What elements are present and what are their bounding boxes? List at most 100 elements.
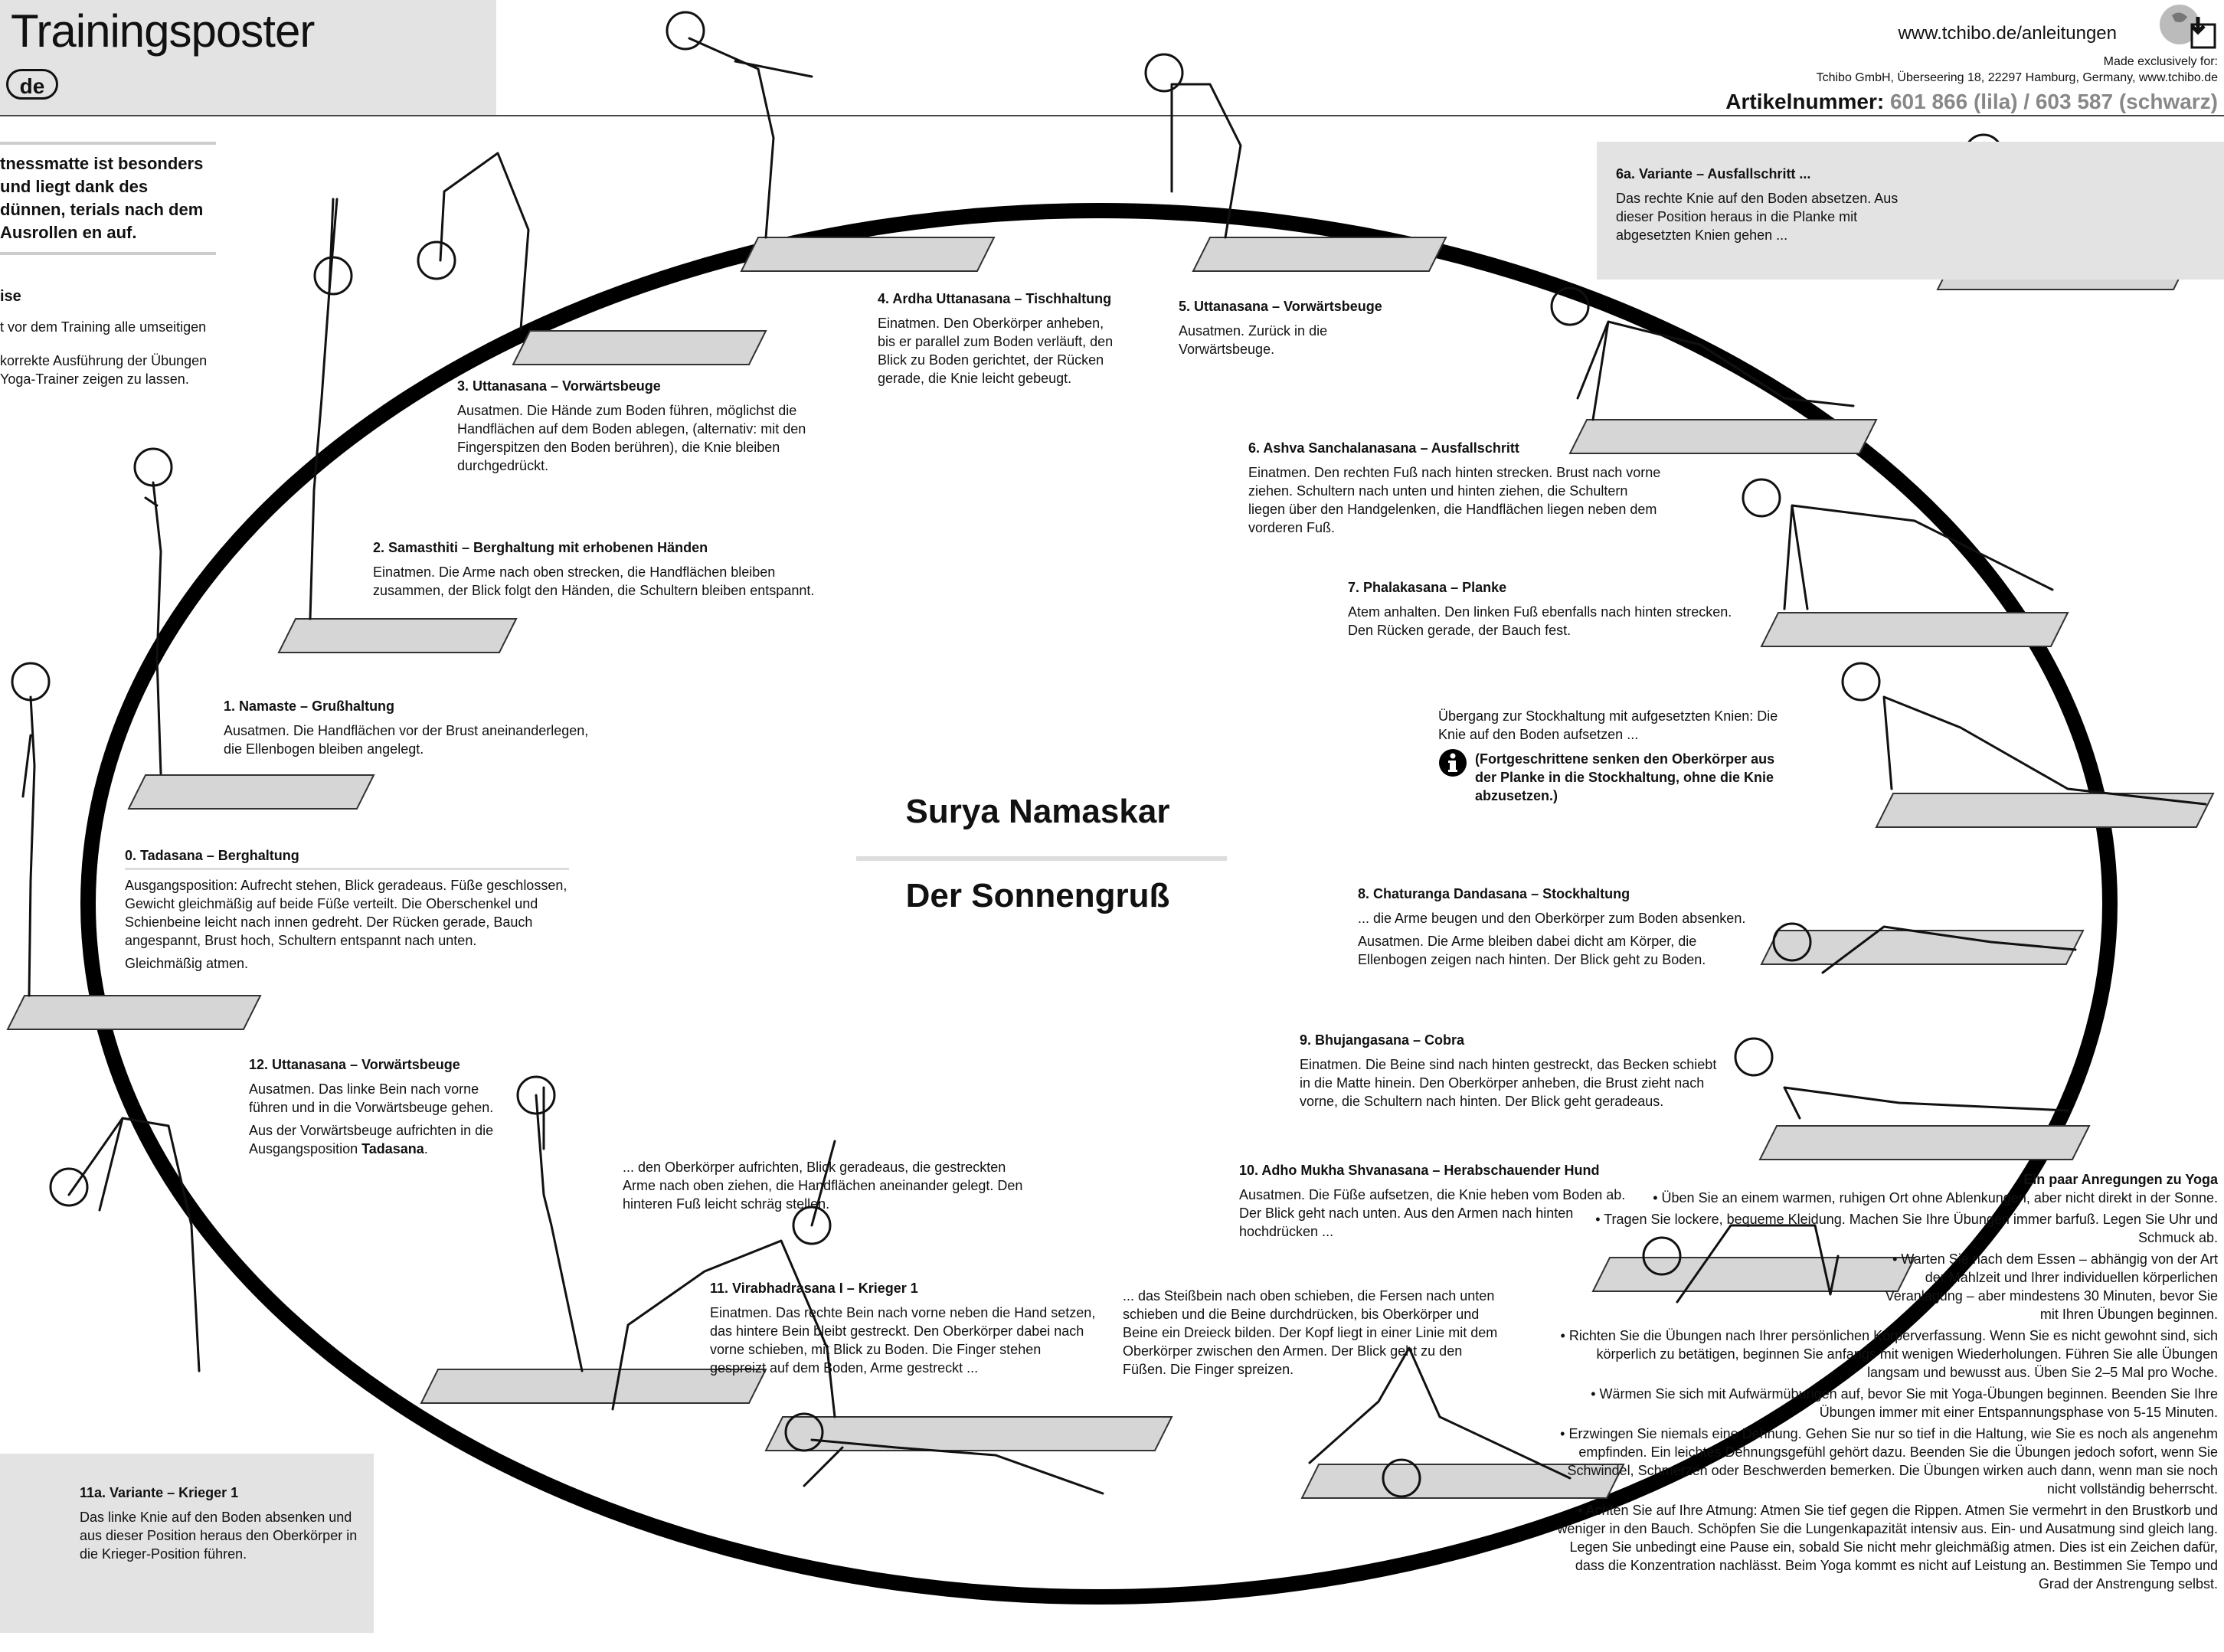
- instructions-link[interactable]: www.tchibo.de/anleitungen: [1898, 23, 2117, 44]
- step-12-tadasana: Tadasana: [361, 1141, 424, 1156]
- step-6: 6. Ashva Sanchalanasana – Ausfallschritt…: [1248, 439, 1662, 541]
- step-9: 9. Bhujangasana – Cobra Einatmen. Die Be…: [1300, 1031, 1721, 1115]
- yoga-figure-icon: [1642, 1224, 1840, 1304]
- step-10-continued: ... das Steißbein nach oben schieben, di…: [1123, 1287, 1506, 1383]
- step-1: 1. Namaste – Grußhaltung Ausatmen. Die H…: [224, 697, 607, 763]
- yoga-mat-icon: [764, 1416, 1173, 1451]
- yoga-figure-icon: [1550, 286, 1855, 421]
- intro-note-2: korrekte Ausführung der Übungen Yoga-Tra…: [0, 353, 208, 387]
- yoga-mat-icon: [1760, 930, 2085, 965]
- step-8-title: 8. Chaturanga Dandasana – Stockhaltung: [1358, 886, 1630, 901]
- step-9-text: Einatmen. Die Beine sind nach hinten ges…: [1300, 1057, 1717, 1109]
- yoga-mat-icon: [1568, 419, 1878, 454]
- company-address: Tchibo GmbH, Überseering 18, 22297 Hambu…: [1816, 71, 2218, 84]
- yoga-figure-icon: [11, 662, 51, 997]
- step-3-text: Ausatmen. Die Hände zum Boden führen, mö…: [457, 403, 806, 473]
- yoga-figure-icon: [1841, 662, 2207, 806]
- step-12-text-2a: Aus der Vorwärtsbeuge aufrichten in die …: [249, 1123, 494, 1156]
- intro-text: tnessmatte ist besonders und liegt dank …: [0, 142, 216, 255]
- step-10: 10. Adho Mukha Shvanasana – Herabschauen…: [1239, 1161, 1637, 1245]
- yoga-figure-icon: [516, 1075, 584, 1372]
- step-6a: 6a. Variante – Ausfallschritt ... Das re…: [1616, 165, 1915, 249]
- step-10-continued-text: ... das Steißbein nach oben schieben, di…: [1123, 1288, 1498, 1377]
- yoga-mat-icon: [1591, 1257, 1916, 1292]
- step-6-text: Einatmen. Den rechten Fuß nach hinten st…: [1248, 465, 1661, 535]
- step-1-title: 1. Namaste – Grußhaltung: [224, 698, 395, 714]
- center-subtitle: Der Sonnengruß: [905, 877, 1170, 914]
- tips-title: Ein paar Anregungen zu Yoga: [2023, 1172, 2218, 1187]
- advanced-note-text: (Fortgeschrittene senken den Oberkörper …: [1475, 751, 1775, 803]
- step-8: 8. Chaturanga Dandasana – Stockhaltung .…: [1358, 885, 1748, 973]
- tip-2: • Tragen Sie lockere, bequeme Kleidung. …: [1595, 1212, 2218, 1245]
- variant-box-11a: [0, 1454, 374, 1633]
- yoga-figure-icon: [1144, 53, 1242, 239]
- yoga-figure-icon: [611, 1140, 836, 1418]
- center-title: Surya Namaskar: [905, 793, 1170, 830]
- header-divider: [0, 115, 2224, 116]
- advanced-note: (Fortgeschrittene senken den Oberkörper …: [1438, 748, 1798, 805]
- yoga-mat-icon: [277, 618, 518, 653]
- yoga-mat-icon: [127, 774, 375, 810]
- step-11a: 11a. Variante – Krieger 1 Das linke Knie…: [80, 1484, 363, 1568]
- step-7-text: Atem anhalten. Den linken Fuß ebenfalls …: [1348, 604, 1732, 638]
- variant-box-6a: [1597, 142, 2224, 280]
- step-0: 0. Tadasana – Berghaltung Ausgangspositi…: [125, 846, 569, 977]
- step-12: 12. Uttanasana – Vorwärtsbeuge Ausatmen.…: [249, 1055, 509, 1163]
- yoga-figure-icon: [1742, 478, 2054, 610]
- step-2-text: Einatmen. Die Arme nach oben strecken, d…: [373, 564, 815, 598]
- step-0-note: Gleichmäßig atmen.: [125, 956, 249, 971]
- intro-note-1: t vor dem Training alle umseitigen: [0, 319, 207, 335]
- step-0-text: Ausgangsposition: Aufrecht stehen, Blick…: [125, 878, 567, 948]
- step-11-text: Einatmen. Das rechte Bein nach vorne neb…: [710, 1305, 1096, 1376]
- step-6a-text: Das rechte Knie auf den Boden absetzen. …: [1616, 191, 1899, 243]
- step-10-text: Ausatmen. Die Füße aufsetzen, die Knie h…: [1239, 1187, 1626, 1239]
- info-icon: [1439, 749, 1467, 777]
- tip-4: • Richten Sie die Übungen nach Ihrer per…: [1560, 1328, 2218, 1380]
- yoga-mat-icon: [740, 237, 996, 272]
- step-11-title: 11. Virabhadrasana I – Krieger 1: [710, 1281, 918, 1296]
- article-number: Artikelnummer: 601 866 (lila) / 603 587 …: [1725, 90, 2218, 114]
- step-6a-title: 6a. Variante – Ausfallschritt ...: [1616, 166, 1811, 182]
- yoga-figure-icon: [417, 152, 530, 331]
- download-book-icon: [2160, 5, 2216, 49]
- step-2-title: 2. Samasthiti – Berghaltung mit erhobene…: [373, 540, 708, 555]
- step-7-title: 7. Phalakasana – Planke: [1348, 580, 1507, 595]
- yoga-figure-icon: [133, 447, 173, 775]
- step-2: 2. Samasthiti – Berghaltung mit erhobene…: [373, 538, 832, 604]
- made-for-label: Made exclusively for:: [2103, 55, 2218, 68]
- step-12-title: 12. Uttanasana – Vorwärtsbeuge: [249, 1057, 460, 1072]
- step-12-text-1: Ausatmen. Das linke Bein nach vorne führ…: [249, 1081, 494, 1115]
- yoga-figure-icon: [49, 1117, 201, 1372]
- yoga-figure-icon: [784, 1412, 1104, 1495]
- step-6-title: 6. Ashva Sanchalanasana – Ausfallschritt: [1248, 440, 1519, 456]
- yoga-figure-icon: [309, 198, 353, 620]
- step-1-text: Ausatmen. Die Handflächen vor der Brust …: [224, 723, 589, 757]
- header-background: [0, 0, 496, 115]
- step-5: 5. Uttanasana – Vorwärtsbeuge Ausatmen. …: [1179, 297, 1408, 363]
- article-number-value: 601 866 (lila) / 603 587 (schwarz): [1889, 90, 2218, 113]
- step-9-title: 9. Bhujangasana – Cobra: [1300, 1032, 1465, 1048]
- step-12-text-2: Aus der Vorwärtsbeuge aufrichten in die …: [249, 1121, 509, 1158]
- article-number-label: Artikelnummer:: [1725, 90, 1885, 113]
- yoga-figure-icon: [1734, 1037, 2069, 1120]
- yoga-figure-icon: [666, 11, 813, 239]
- step-11: 11. Virabhadrasana I – Krieger 1 Einatme…: [710, 1279, 1101, 1382]
- sequence-circle: [80, 203, 2118, 1605]
- center-divider: [856, 856, 1227, 861]
- yoga-figure-icon: [1308, 1346, 1572, 1498]
- step-3: 3. Uttanasana – Vorwärtsbeuge Ausatmen. …: [457, 377, 809, 479]
- step-7-transition: Übergang zur Stockhaltung mit aufgesetzt…: [1438, 707, 1798, 805]
- tips-section: Ein paar Anregungen zu Yoga • Üben Sie a…: [1555, 1170, 2218, 1596]
- step-0-title: 0. Tadasana – Berghaltung: [125, 846, 569, 870]
- step-12-text-2c: .: [424, 1141, 428, 1156]
- yoga-mat-icon: [6, 995, 262, 1030]
- step-8-text-1: ... die Arme beugen und den Oberkörper z…: [1358, 911, 1746, 926]
- intro-heading: ise: [0, 288, 21, 305]
- step-4-title: 4. Ardha Uttanasana – Tischhaltung: [878, 291, 1112, 306]
- step-3-title: 3. Uttanasana – Vorwärtsbeuge: [457, 378, 661, 394]
- language-badge: de: [6, 69, 58, 100]
- step-11a-title: 11a. Variante – Krieger 1: [80, 1485, 239, 1500]
- step-11-continued: ... den Oberkörper aufrichten, Blick ger…: [623, 1158, 1029, 1218]
- yoga-mat-icon: [1760, 612, 2069, 647]
- step-5-title: 5. Uttanasana – Vorwärtsbeuge: [1179, 299, 1382, 314]
